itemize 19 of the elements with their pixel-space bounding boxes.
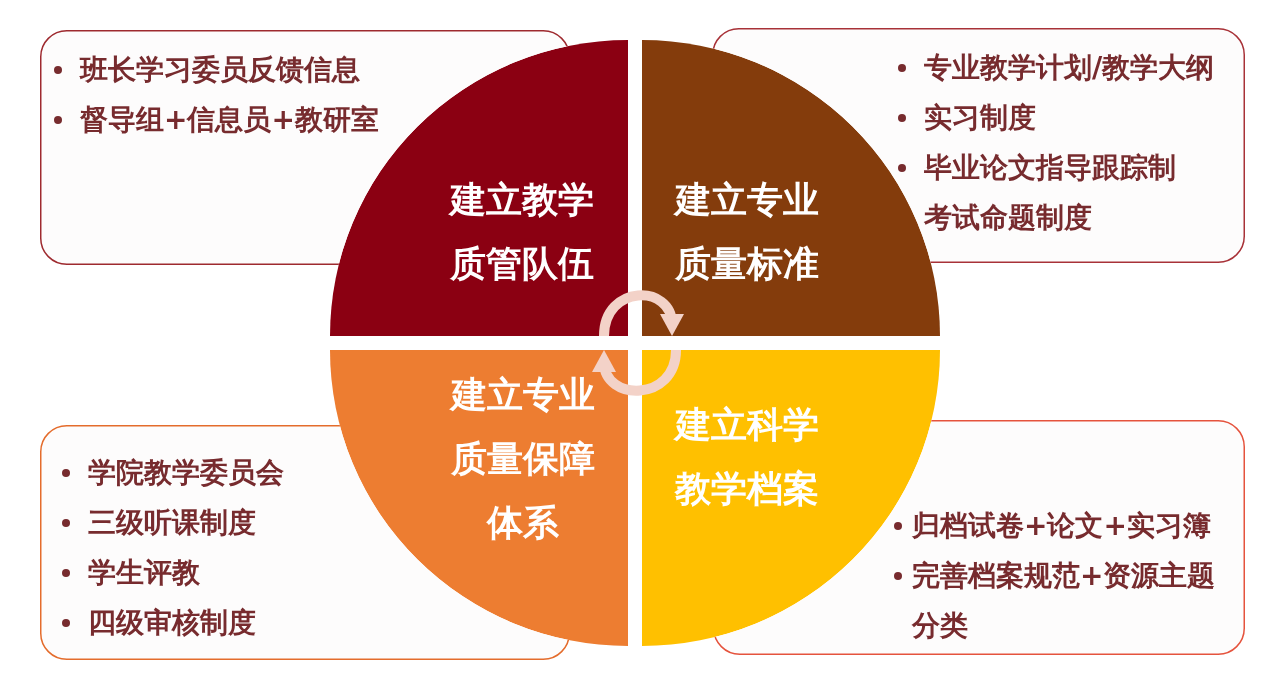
bullet-point-text: 督导组+信息员+教研室 bbox=[80, 102, 379, 138]
bullet-point-text: 实习制度 bbox=[924, 100, 1036, 136]
curved-arrow bbox=[599, 290, 683, 337]
bullet-point-text: 学院教学委员会 bbox=[88, 455, 284, 491]
quadrant-label: 建立专业质量保障体系 bbox=[448, 373, 596, 545]
bullet-point-text: 三级听课制度 bbox=[88, 505, 256, 541]
bullet-point-text: 完善档案规范+资源主题分类 bbox=[912, 558, 1217, 644]
bullet-point-text: 班长学习委员反馈信息 bbox=[80, 52, 360, 88]
quadrant-label: 建立科学教学档案 bbox=[672, 403, 820, 511]
bullet-point-text: 归档试卷+论文+实习簿 bbox=[912, 508, 1212, 544]
bullet-point-text: 毕业论文指导跟踪制 bbox=[924, 150, 1176, 186]
bullet-point-text: 四级审核制度 bbox=[88, 605, 256, 641]
quadrant-label: 建立教学质管队伍 bbox=[447, 178, 595, 286]
pie-quadrant bbox=[642, 350, 940, 646]
quadrant-label: 建立专业质量标准 bbox=[672, 178, 820, 286]
bullet-point-text: 学生评教 bbox=[88, 555, 200, 591]
bullet-point-text: 专业教学计划/教学大纲 bbox=[924, 50, 1215, 86]
bullet-point-text: 考试命题制度 bbox=[924, 200, 1092, 236]
curved-arrow bbox=[593, 349, 681, 396]
